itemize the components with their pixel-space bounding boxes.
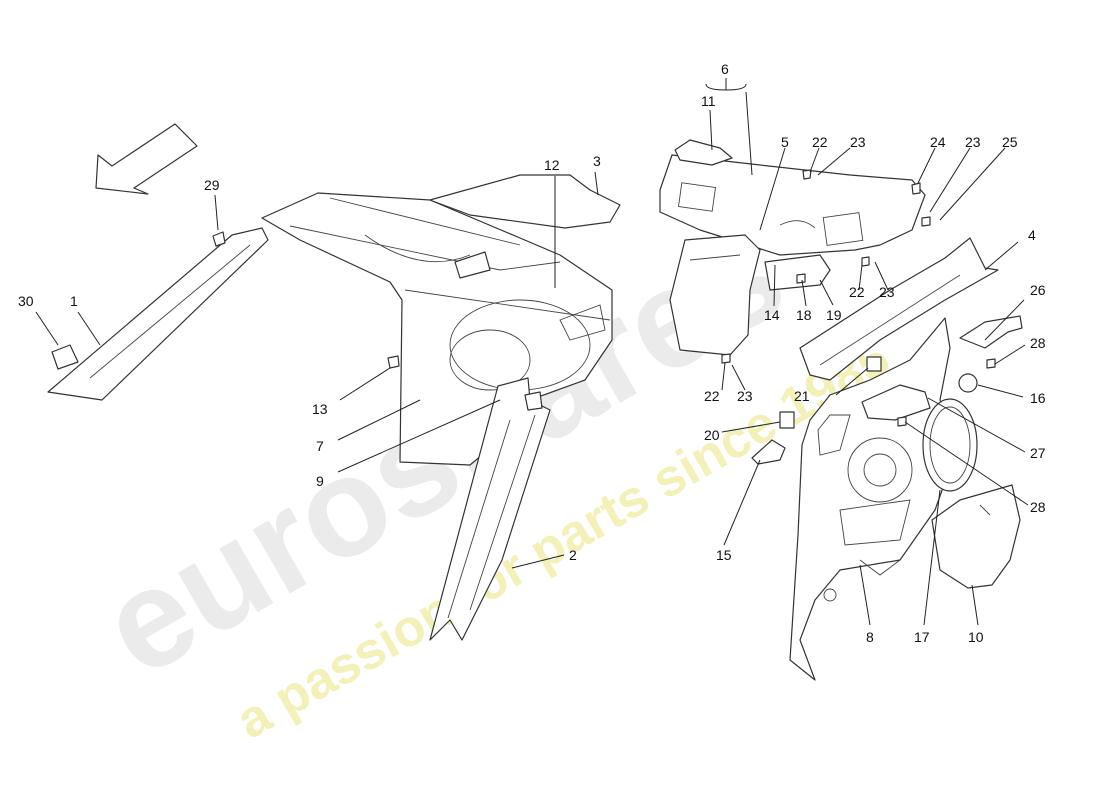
part-17-ring (922, 398, 978, 492)
callout-22b: 22 (849, 284, 865, 300)
callout-10: 10 (968, 629, 984, 645)
callout-28b: 28 (1030, 499, 1046, 515)
callout-14: 14 (764, 307, 780, 323)
direction-arrow-icon (95, 123, 198, 195)
callout-5: 5 (781, 134, 789, 150)
part-26-bracket (959, 315, 1023, 349)
part-3-top-trim (429, 174, 621, 229)
callout-2: 2 (569, 547, 577, 563)
part-20-bush (779, 411, 795, 429)
callout-24: 24 (930, 134, 946, 150)
part-2-pillar (429, 377, 551, 641)
part-6-rear-shelf (659, 154, 926, 256)
callout-18: 18 (796, 307, 812, 323)
callout-23d: 23 (737, 388, 753, 404)
callout-20: 20 (704, 427, 720, 443)
callout-16: 16 (1030, 390, 1046, 406)
callout-22c: 22 (704, 388, 720, 404)
callout-1: 1 (70, 293, 78, 309)
leader-lines (35, 78, 1029, 626)
callout-25: 25 (1002, 134, 1018, 150)
callout-13: 13 (312, 401, 328, 417)
part-21-bush (866, 356, 882, 372)
part-14-bracket (764, 254, 831, 291)
callout-labels: 1 2 3 4 5 6 7 8 9 10 11 12 13 14 15 16 1… (18, 61, 1046, 645)
callout-12: 12 (544, 157, 560, 173)
part-10-cover (931, 484, 1021, 589)
screws (721, 169, 996, 427)
callout-3: 3 (593, 153, 601, 169)
callout-22a: 22 (812, 134, 828, 150)
callout-4: 4 (1028, 227, 1036, 243)
callout-29: 29 (204, 177, 220, 193)
callout-30: 30 (18, 293, 34, 309)
callout-19: 19 (826, 307, 842, 323)
callout-7: 7 (316, 438, 324, 454)
part-30-clip (51, 344, 79, 370)
callout-26: 26 (1030, 282, 1046, 298)
part-13-screw (387, 355, 400, 369)
callout-11: 11 (701, 93, 716, 109)
callout-28a: 28 (1030, 335, 1046, 351)
callout-6: 6 (721, 61, 729, 77)
part-5-bracket (669, 234, 761, 356)
part-15-clip (751, 439, 786, 465)
callout-9: 9 (316, 473, 324, 489)
part-27-bracket (861, 384, 931, 421)
part-16-seal (958, 373, 978, 393)
callout-15: 15 (716, 547, 732, 563)
part-29-screw (212, 231, 226, 247)
callout-21: 21 (794, 388, 810, 404)
callout-17: 17 (914, 629, 930, 645)
callout-23b: 23 (965, 134, 981, 150)
part-11-handle (674, 139, 733, 166)
callout-8: 8 (866, 629, 874, 645)
callout-23a: 23 (850, 134, 866, 150)
part-4-trim-panel (799, 237, 999, 381)
callout-23c: 23 (879, 284, 895, 300)
part-1-trim-strip (47, 227, 269, 401)
callout-27: 27 (1030, 445, 1046, 461)
